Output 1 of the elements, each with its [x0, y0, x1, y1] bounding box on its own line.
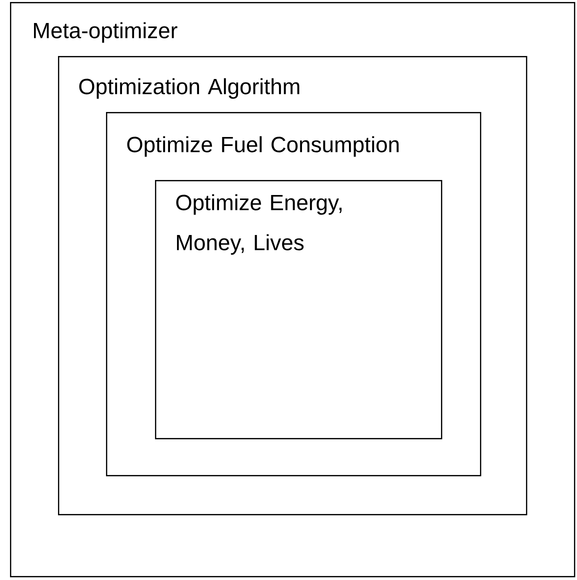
nested-box: Optimize Energy, Money, Lives	[155, 180, 442, 440]
